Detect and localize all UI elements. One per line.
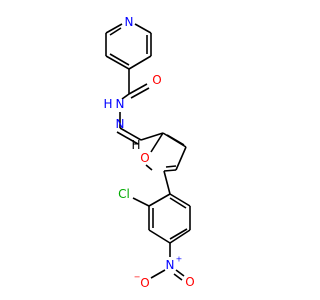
molecule-canvas: N O N H N H O Cl N + O O − [103, 15, 194, 290]
bond-furan-phenyl [163, 170, 171, 195]
atom-h-methine: H [131, 138, 140, 152]
atom-cl: Cl [118, 187, 130, 201]
pyridine-ring [105, 23, 152, 70]
charge-o-nitro-2: − [134, 273, 141, 282]
atom-o-nitro-1: O [185, 275, 194, 289]
bond-methine-furan [140, 132, 164, 141]
bond-carbonyl-o [128, 83, 148, 95]
atom-o-carbonyl: O [152, 73, 161, 87]
bond-cl [132, 197, 150, 207]
atom-nh-h: H [103, 97, 112, 111]
atom-n-imine: N [116, 117, 125, 131]
atom-o-nitro-2: O [140, 276, 149, 290]
bond-carbonyl-nh [121, 93, 130, 100]
atom-n-pyridine: N [125, 15, 134, 29]
atom-o-furan: O [140, 151, 149, 165]
atom-n-nitro: N [166, 258, 175, 272]
molecule-structure: N O N H N H O Cl N + O O − [103, 15, 194, 290]
charge-n-nitro: + [176, 255, 183, 264]
furan-ring [145, 132, 187, 172]
bond-imine [119, 127, 142, 141]
atom-nh-n: N [116, 97, 125, 111]
phenyl-ring [148, 193, 191, 244]
